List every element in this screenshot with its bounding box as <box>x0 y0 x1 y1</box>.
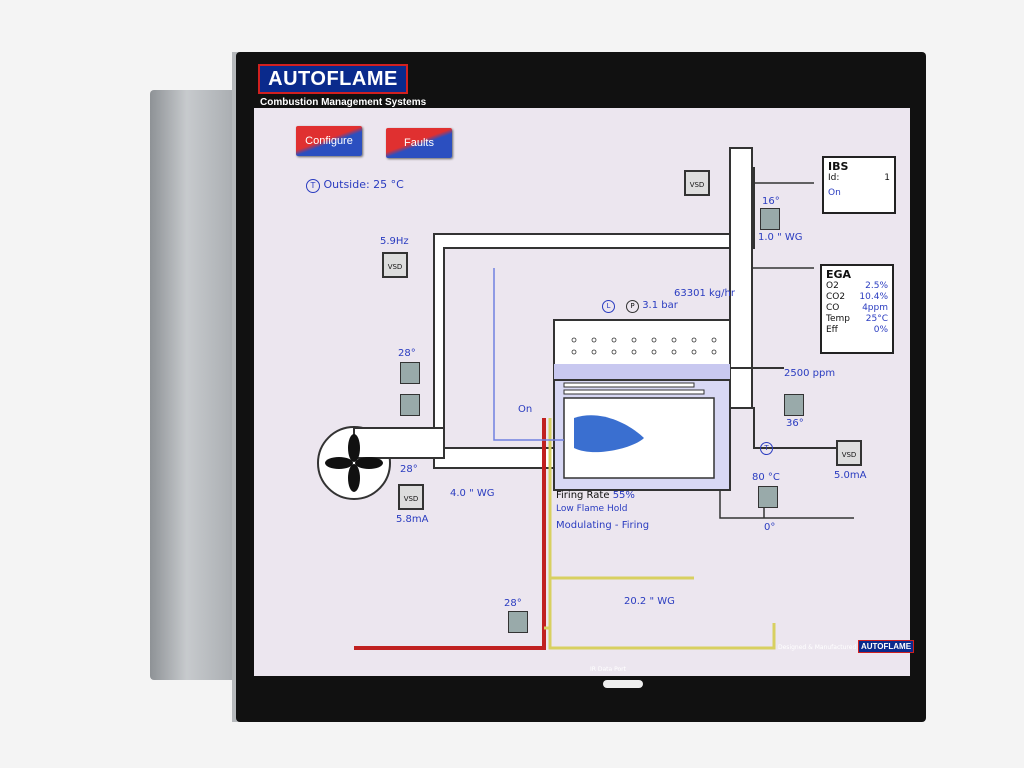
fan-blades <box>325 434 383 492</box>
fan-hz: 5.9Hz <box>380 236 409 247</box>
fan-inlet-angle: 28° <box>400 464 418 475</box>
steam-pressure: P 3.1 bar <box>626 300 678 313</box>
gas-train <box>548 623 776 650</box>
steam-flow: 63301 kg/hr <box>674 288 735 299</box>
air-damper-angle: 28° <box>398 348 416 359</box>
flame <box>574 415 644 453</box>
housing-side <box>150 90 242 680</box>
ibs-panel[interactable]: IBS Id:1 On <box>822 156 896 214</box>
water-valve-angle: 0° <box>764 522 776 533</box>
water-level-icon: L <box>602 300 615 313</box>
draft-pressure: 1.0 " WG <box>758 232 803 243</box>
configure-button[interactable]: Configure <box>296 126 362 156</box>
gas-pressure: 20.2 " WG <box>624 596 675 607</box>
stack-actuator[interactable] <box>784 394 804 416</box>
flame-status: On <box>518 404 533 415</box>
damper-top-angle: 16° <box>762 196 780 207</box>
thermometer-icon: T <box>306 179 320 193</box>
damper-top-actuator[interactable] <box>760 208 780 230</box>
vsd-fan-top[interactable]: VSD <box>684 170 710 196</box>
pressure-gauge-icon: P <box>626 300 639 313</box>
stack-angle: 36° <box>786 418 804 429</box>
process-schematic <box>317 147 854 650</box>
vsd-inlet[interactable]: VSD <box>398 484 424 510</box>
air-pressure: 4.0 " WG <box>450 488 495 499</box>
vsd-pump[interactable]: VSD <box>836 440 862 466</box>
ir-port-label: IR Data Port <box>590 666 626 673</box>
fan-current: 5.8mA <box>396 514 429 525</box>
gas-valve-actuator[interactable] <box>508 611 528 633</box>
hmi-screen: Configure Faults T Outside: 25 °C 5.9Hz … <box>254 108 910 676</box>
vsd-fan-left[interactable]: VSD <box>382 252 408 278</box>
firing-rate: Firing Rate 55% <box>556 490 635 501</box>
ir-data-port <box>603 680 643 688</box>
autoflame-footer-logo: AUTOFLAME <box>858 640 914 653</box>
gas-main-red <box>354 418 546 650</box>
air-damper-actuator[interactable] <box>400 362 420 384</box>
autoflame-logo: AUTOFLAME <box>258 64 408 94</box>
fan-motor[interactable] <box>400 394 420 416</box>
water-valve-actuator[interactable] <box>758 486 778 508</box>
water-temp-icon: T <box>760 442 773 455</box>
modulating-status: Modulating - Firing <box>556 520 650 531</box>
low-flame-hold: Low Flame Hold <box>556 504 628 514</box>
outside-temp: T Outside: 25 °C <box>306 178 404 193</box>
pump-current: 5.0mA <box>834 470 867 481</box>
logo-tagline: Combustion Management Systems <box>260 97 427 108</box>
water-temp: 80 °C <box>752 472 780 483</box>
faults-button[interactable]: Faults <box>386 128 452 158</box>
gas-valve-angle: 28° <box>504 598 522 609</box>
designed-by: Designed & Manufactured By <box>778 644 866 651</box>
stack-ppm: 2500 ppm <box>784 368 836 379</box>
